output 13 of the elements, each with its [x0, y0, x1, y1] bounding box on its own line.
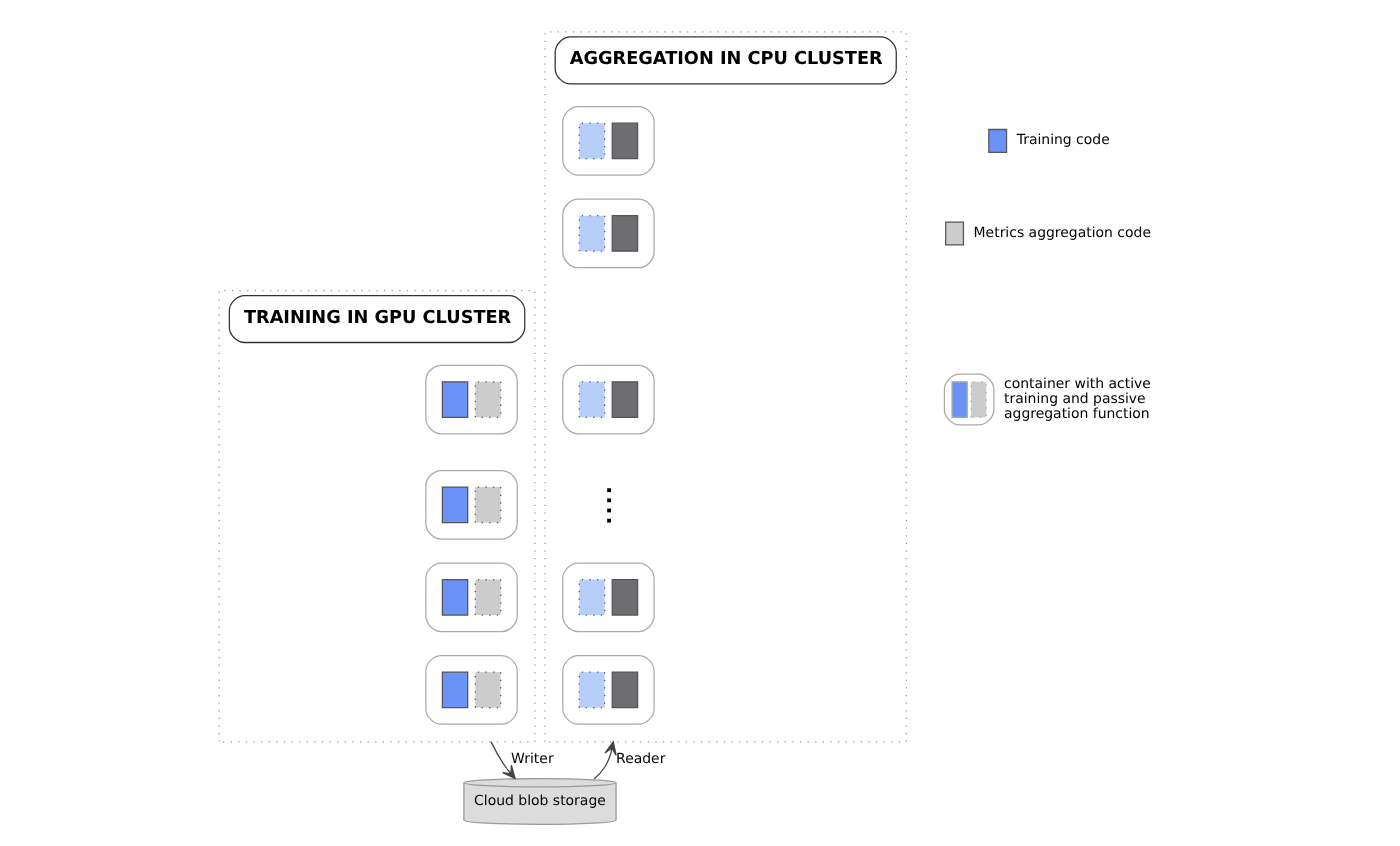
node-box: [561, 198, 654, 269]
node-box: [561, 655, 654, 725]
node-box: [561, 364, 654, 435]
node-box: [561, 106, 654, 176]
arrow: [489, 741, 515, 780]
node-box: [424, 469, 517, 540]
cluster: AGGREGATION IN CPU CLUSTER: [543, 31, 907, 743]
node-box: [561, 562, 654, 633]
node-box: [424, 655, 517, 725]
node-box: [424, 562, 517, 633]
node-box: [424, 364, 517, 435]
arrow: [592, 741, 616, 780]
cluster: TRAINING IN GPU CLUSTER: [217, 289, 535, 743]
